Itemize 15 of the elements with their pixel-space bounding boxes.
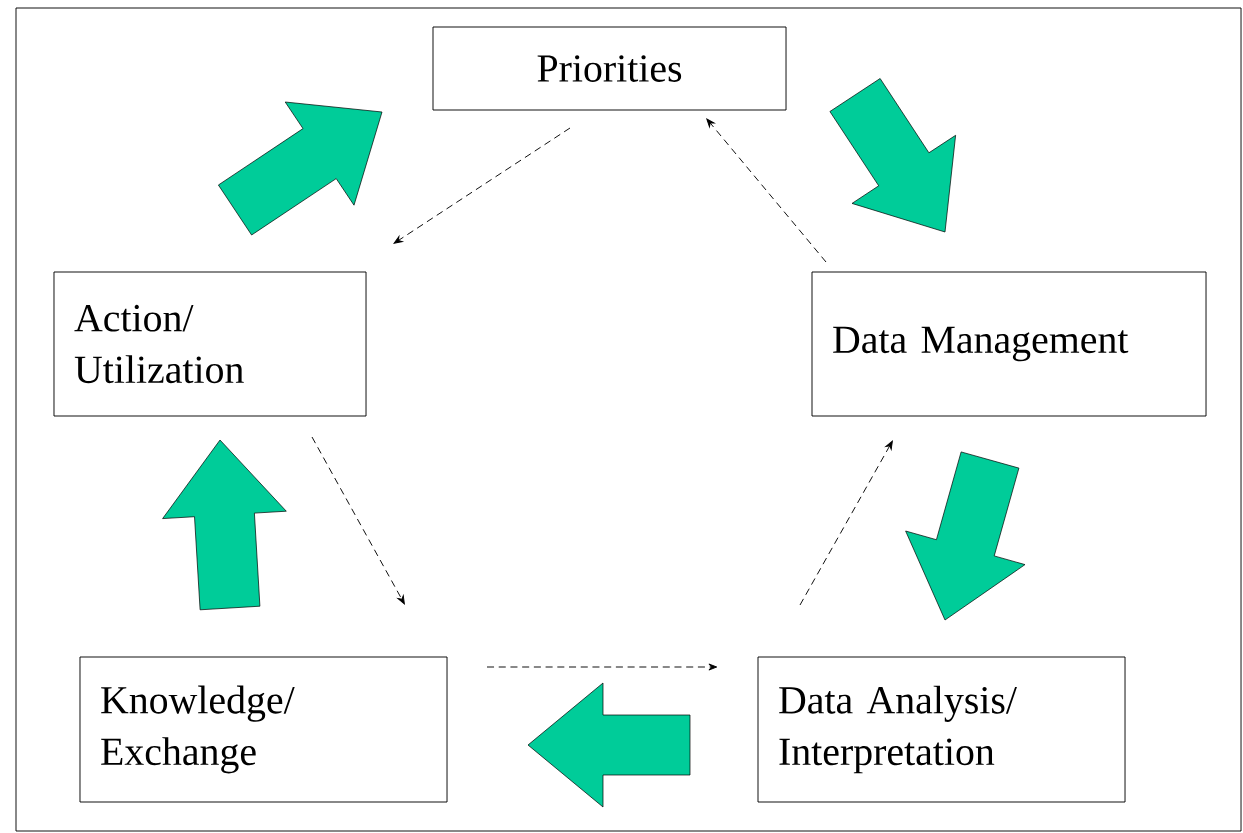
- block-arrow: [218, 101, 383, 236]
- text-box: Action/ Utilization: [53, 271, 367, 417]
- dashed-arrow: [393, 127, 571, 244]
- text-box: Priorities: [432, 26, 787, 111]
- block-arrow: [162, 439, 287, 611]
- dashed-arrow: [311, 436, 405, 605]
- text-box: Data Management: [811, 271, 1207, 417]
- text-box: Data Analysis/ Interpretation: [757, 656, 1126, 803]
- text-box: Knowledge/ Exchange: [79, 656, 448, 803]
- block-arrow: [829, 78, 956, 233]
- block-arrow: [905, 451, 1026, 621]
- dashed-arrow: [706, 118, 827, 263]
- block-arrow: [527, 682, 691, 808]
- dashed-arrow: [486, 663, 718, 671]
- dashed-arrow: [799, 440, 893, 606]
